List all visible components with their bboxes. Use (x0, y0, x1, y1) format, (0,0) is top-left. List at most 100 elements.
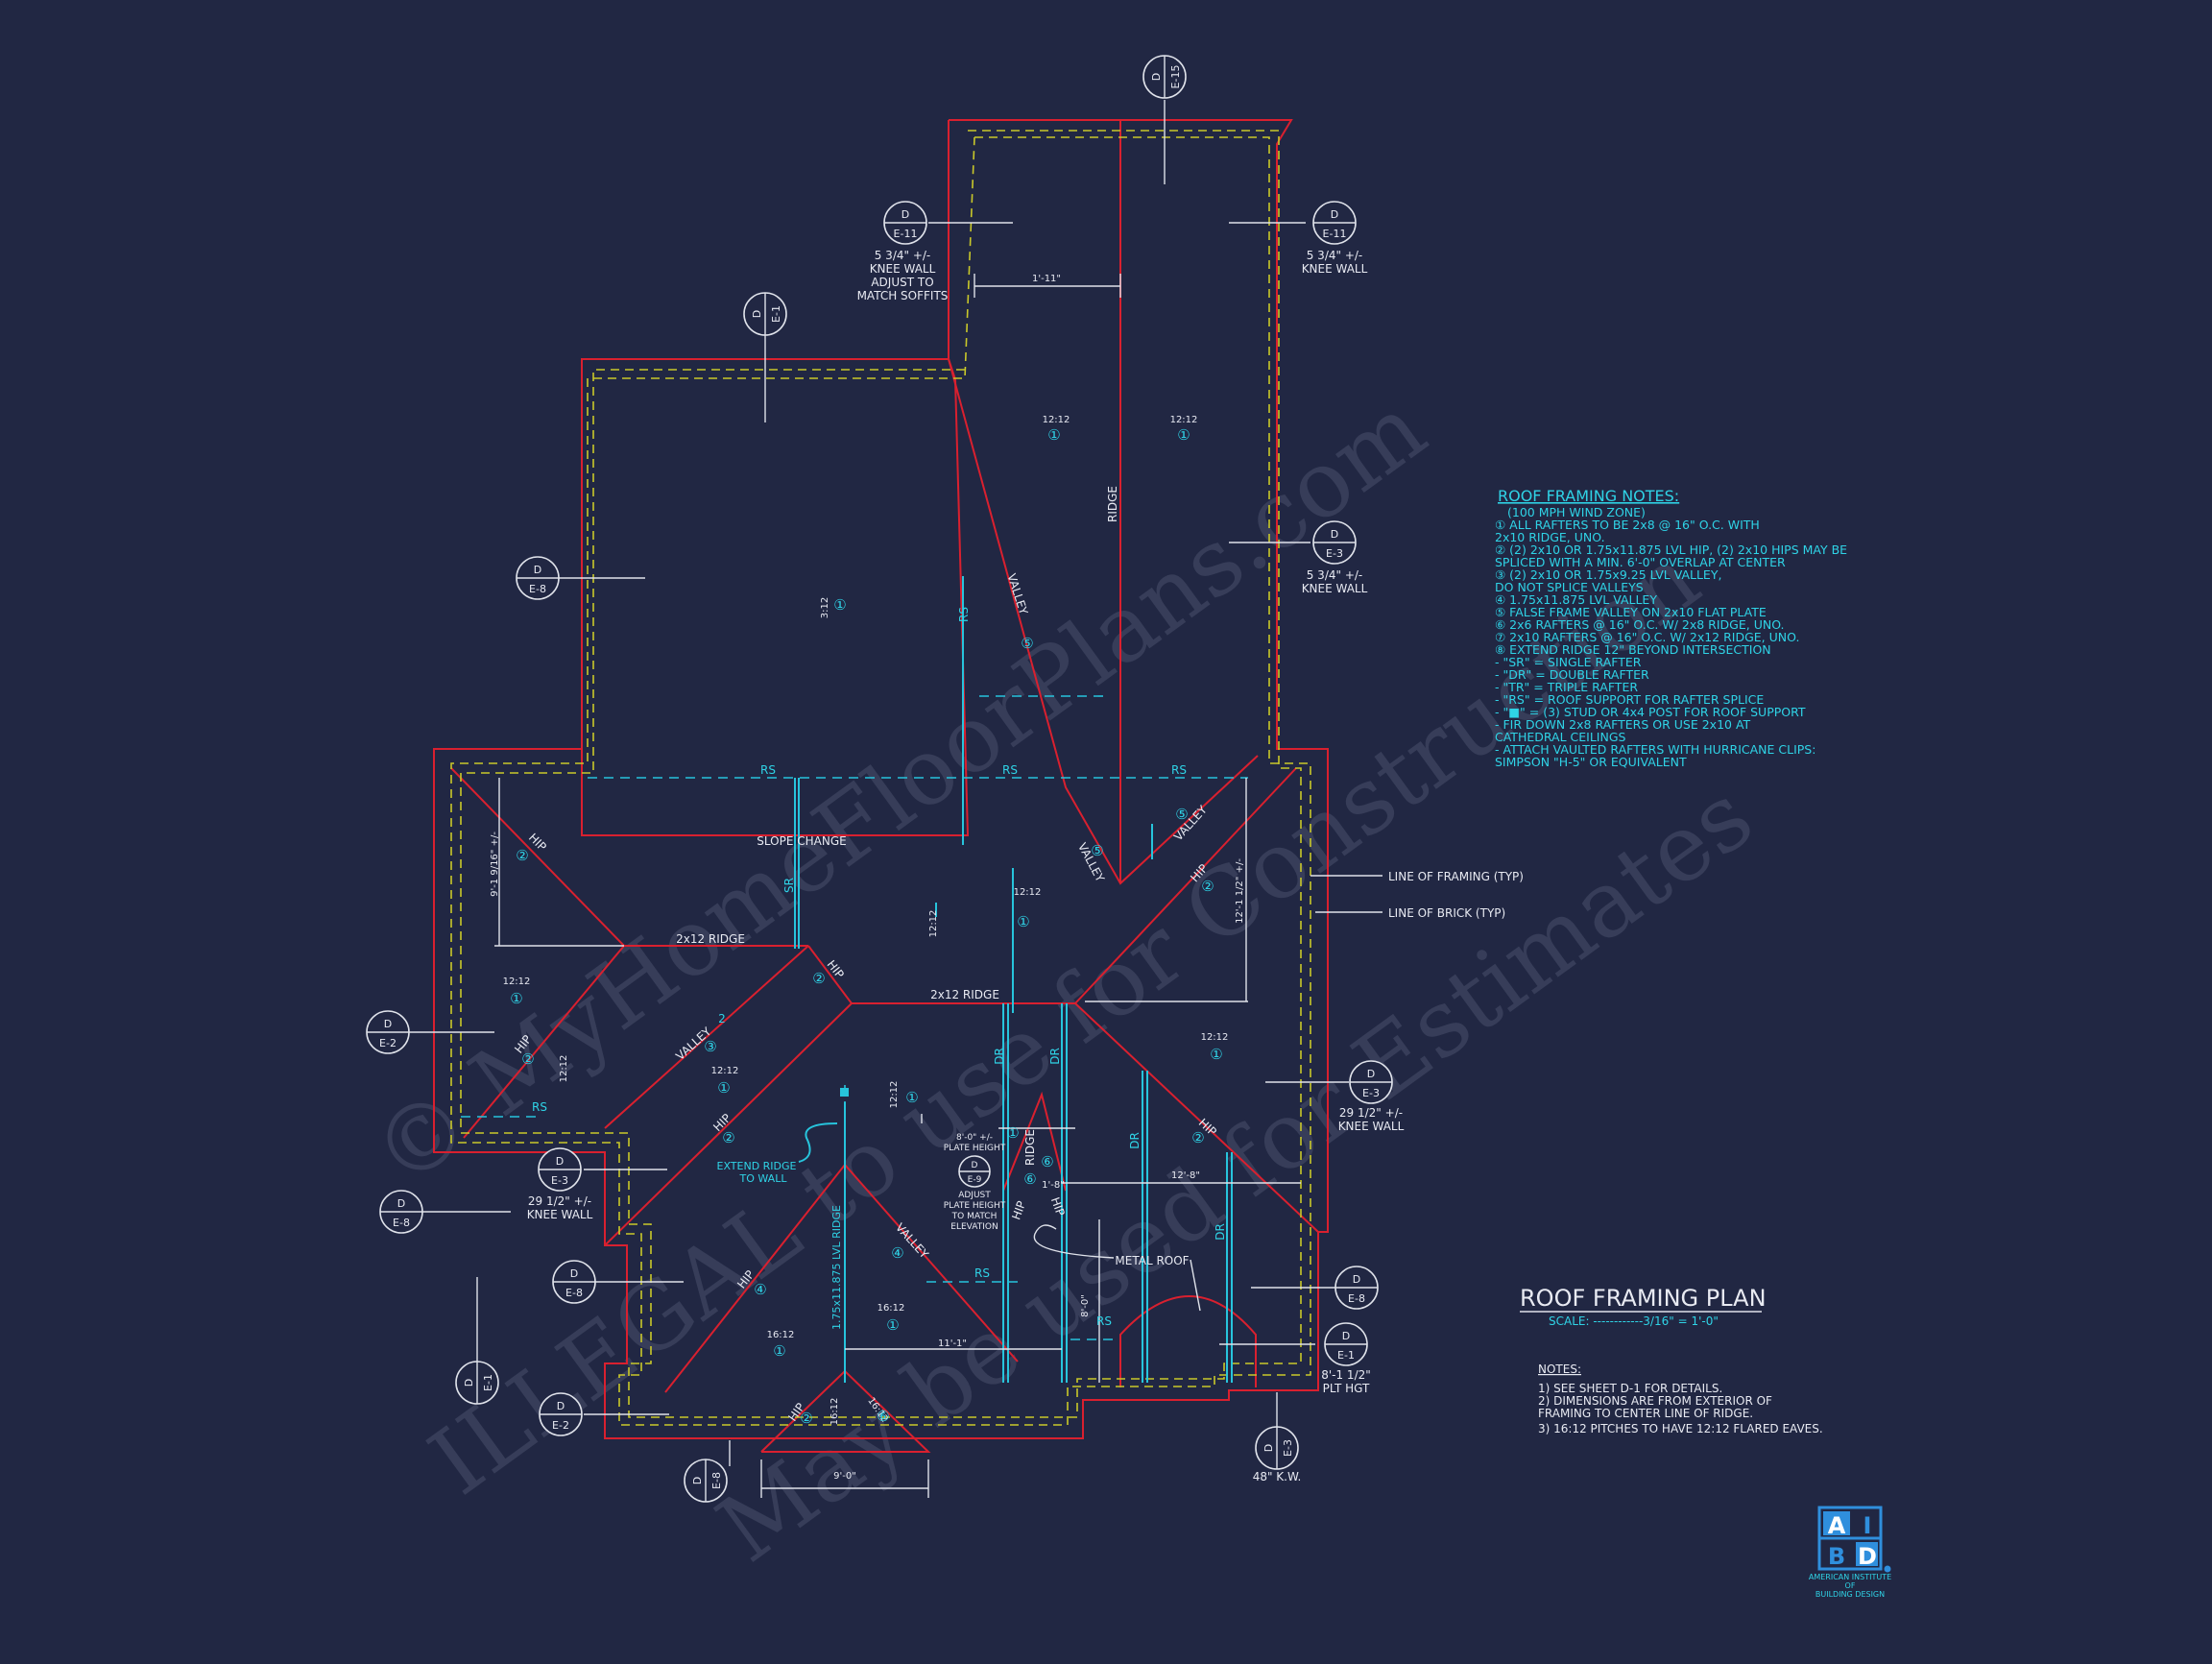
knee-wall-label: KNEE WALL (1302, 582, 1368, 595)
svg-text:- "RS" = ROOF SUPPORT FOR RA: - "RS" = ROOF SUPPORT FOR RAFTER SPLICE (1495, 692, 1764, 707)
detail-bubble[interactable]: D E-8 (1334, 1266, 1379, 1310)
detail-bubble[interactable]: D E-3 (538, 1147, 582, 1192)
framing-members (461, 576, 1248, 1383)
svg-text:DO NOT SPLICE VALLEYS: DO NOT SPLICE VALLEYS (1495, 580, 1644, 594)
callout-2: ② (516, 847, 528, 864)
detail-bubble[interactable]: D E-2 (539, 1392, 583, 1436)
metal-roof-label: METAL ROOF (1115, 1254, 1189, 1267)
svg-text:D: D (1150, 73, 1163, 81)
callout-6: ⑥ (1023, 1170, 1036, 1188)
valley-center (604, 945, 809, 1129)
pitch-label: 16:12 (878, 1303, 905, 1314)
detail-bubble[interactable]: D E-3 (1349, 1060, 1393, 1104)
framing-perimeter (450, 136, 1311, 1426)
svg-text:E-2: E-2 (552, 1419, 569, 1432)
detail-bubble[interactable]: D E-2 (366, 1010, 410, 1054)
post-marker (840, 1088, 849, 1097)
svg-text:SIMPSON "H-5" OR EQUIVALENT: SIMPSON "H-5" OR EQUIVALENT (1495, 755, 1687, 769)
metal-roof-arch (1119, 1295, 1257, 1387)
dr-tag: DR (993, 1048, 1006, 1065)
svg-text:E-11: E-11 (894, 228, 918, 240)
svg-text:⑤ FALSE FRAME VALLEY ON 2x10: ⑤ FALSE FRAME VALLEY ON 2x10 FLAT PLATE (1495, 605, 1767, 619)
logo-text: OF (1845, 1581, 1856, 1590)
detail-bubble[interactable]: D E-15 (1142, 55, 1187, 99)
pitch-label: 12:12 (1043, 415, 1070, 425)
detail-bubble[interactable]: D E-3 (1312, 520, 1357, 565)
callout-5: ⑤ (1091, 842, 1103, 859)
svg-text:D: D (1331, 208, 1338, 221)
hip-mid-left (604, 1002, 853, 1246)
svg-text:FRAMING TO CENTER LINE OF RIDG: FRAMING TO CENTER LINE OF RIDGE. (1538, 1407, 1753, 1420)
detail-bubble[interactable]: D E-1 (455, 1361, 499, 1405)
detail-bubble[interactable]: D E-11 (1312, 201, 1357, 245)
line-of-framing-label: LINE OF FRAMING (TYP) (1388, 870, 1524, 883)
hip-center-left (807, 945, 853, 1004)
knee-wall-label: 29 1/2" +/- (1339, 1106, 1403, 1120)
svg-text:D: D (1331, 528, 1338, 541)
svg-text:D: D (751, 310, 763, 318)
plate-height-label: PLATE HEIGHT (944, 1144, 1006, 1153)
dimension-text: 8'-0" (1080, 1294, 1091, 1317)
callout-1: ① (1177, 426, 1190, 444)
detail-bubble[interactable]: D E-1 (1324, 1322, 1368, 1366)
detail-bubble[interactable]: D E-9 (958, 1155, 991, 1188)
sr-tag: SR (782, 878, 796, 893)
rs-tag: RS (1002, 763, 1018, 777)
rs-tag: RS (760, 763, 776, 777)
notes-title: ROOF FRAMING NOTES: (1498, 487, 1679, 505)
svg-text:E-1: E-1 (1337, 1349, 1355, 1362)
plate-height-label: TO MATCH (951, 1212, 998, 1221)
plan-title: ROOF FRAMING PLAN (1520, 1285, 1767, 1312)
detail-bubble[interactable]: D E-8 (684, 1459, 728, 1503)
pitch-label: 12:12 (889, 1081, 900, 1109)
logo-letter-b: B (1828, 1543, 1845, 1570)
plate-height-label: PLATE HEIGHT (944, 1201, 1006, 1211)
svg-text:① ALL RAFTERS TO BE 2x8 @ 16": ① ALL RAFTERS TO BE 2x8 @ 16" O.C. WITH (1495, 518, 1760, 532)
svg-text:E-2: E-2 (379, 1037, 397, 1049)
svg-text:E-3: E-3 (1362, 1087, 1380, 1099)
callout-2: ② (800, 1410, 812, 1427)
detail-bubble[interactable]: D E-3 (1255, 1426, 1299, 1470)
svg-text:E-3: E-3 (1282, 1439, 1294, 1457)
knee-wall-label: 5 3/4" +/- (1307, 249, 1363, 262)
svg-text:E-8: E-8 (1348, 1292, 1365, 1305)
svg-text:⑥ 2x6 RAFTERS @ 16" O.C. W/ 2: ⑥ 2x6 RAFTERS @ 16" O.C. W/ 2x8 RIDGE, U… (1495, 617, 1785, 632)
svg-text:E-8: E-8 (710, 1472, 723, 1489)
dimension-lines (403, 100, 1382, 1498)
svg-text:⑦ 2x10 RAFTERS @ 16" O.C. W/: ⑦ 2x10 RAFTERS @ 16" O.C. W/ 2x12 RIDGE,… (1495, 630, 1799, 644)
pitch-label: 16:12 (830, 1398, 840, 1426)
plate-height-label: ADJUST (958, 1191, 991, 1200)
knee-wall-label: KNEE WALL (1302, 262, 1368, 276)
detail-bubble[interactable]: D E-1 (743, 292, 787, 336)
svg-text:D: D (1353, 1273, 1360, 1286)
knee-wall-label: KNEE WALL (870, 262, 936, 276)
callout-4: ④ (754, 1281, 766, 1298)
callout-1: ① (1006, 1124, 1019, 1142)
dimension-text: 9'-1 9/16" +/- (490, 832, 500, 897)
logo-letter-a: A (1828, 1512, 1846, 1539)
callout-3: ③ (704, 1038, 716, 1055)
callout-2: ② (812, 970, 825, 987)
detail-bubble[interactable]: D E-8 (552, 1260, 596, 1304)
detail-bubble[interactable]: D E-8 (379, 1190, 423, 1234)
dimension-text: 12'-8" (1171, 1170, 1200, 1181)
detail-bubble[interactable]: D E-8 (516, 556, 560, 600)
pitch-label: 12:12 (503, 977, 531, 987)
note-tag: 2 (718, 1012, 726, 1025)
pitch-label: 12:12 (1170, 415, 1198, 425)
callout-1: ① (1017, 913, 1029, 930)
callout-1: ① (717, 1079, 730, 1097)
dimension-text: 1'-8" (1042, 1180, 1065, 1191)
dr-tag: DR (1128, 1132, 1142, 1149)
ridge-tag: RIDGE (1023, 1129, 1037, 1166)
svg-text:D: D (1367, 1068, 1375, 1080)
detail-bubble[interactable]: D E-11 (883, 201, 927, 245)
aibd-logo: A I B D AMERICAN INSTITUTE OF BUILDING D… (1809, 1506, 1891, 1599)
svg-text:D: D (557, 1400, 565, 1412)
general-notes-title: NOTES: (1538, 1363, 1581, 1376)
dimension-text: 9'-0" (833, 1471, 856, 1482)
plan-title-block: ROOF FRAMING PLAN SCALE: ------------3/1… (1520, 1285, 1767, 1328)
framing-line (450, 130, 1311, 1426)
